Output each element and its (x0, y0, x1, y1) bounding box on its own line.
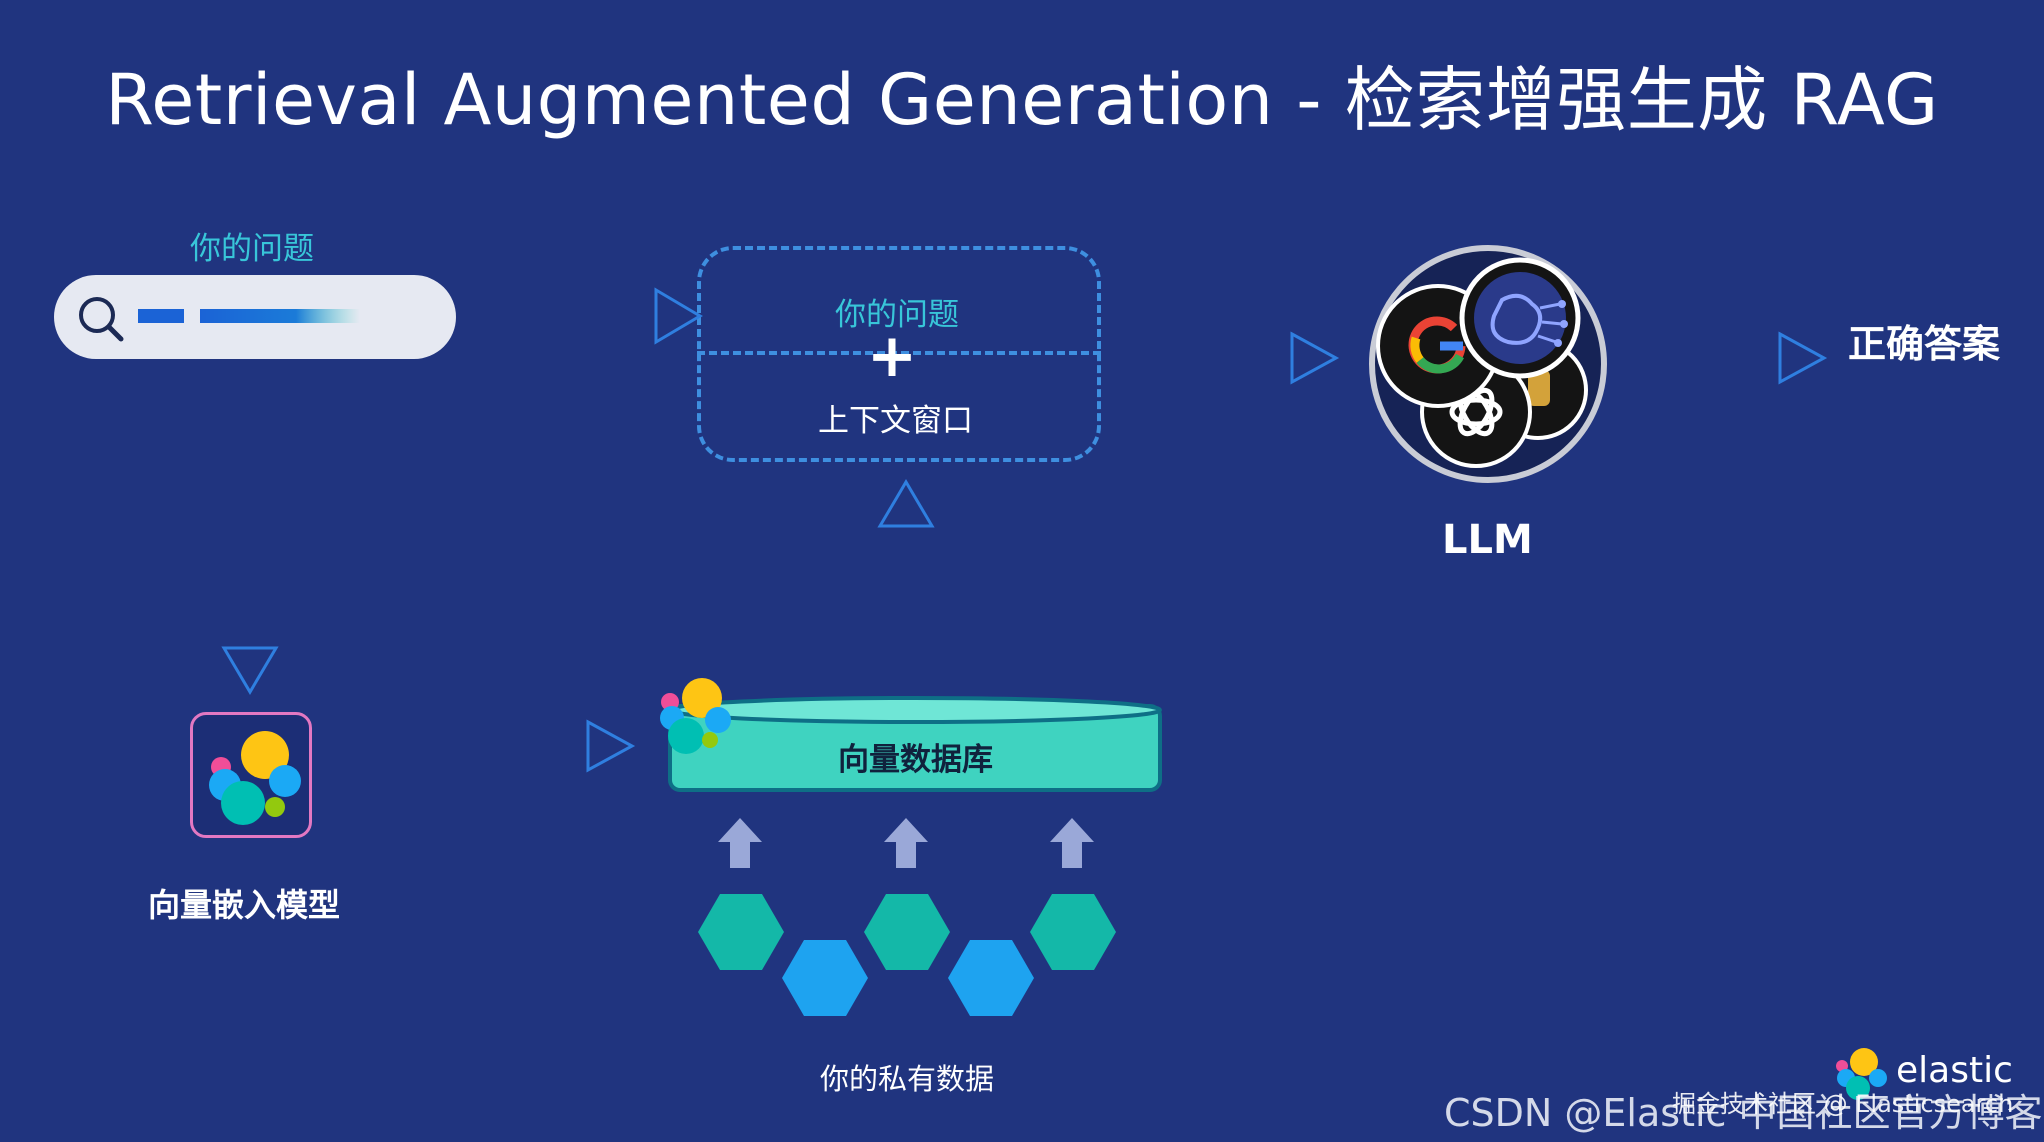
private-data-label: 你的私有数据 (820, 1062, 995, 1096)
hexagon-data-icon (1030, 894, 1116, 970)
hexagon-data-icon (698, 894, 784, 970)
arrow-right-icon (1778, 331, 1828, 385)
search-icon (79, 297, 124, 342)
watermark-main: CSDN @Elastic 中国社区官方博客 (1444, 1091, 2043, 1135)
arrow-up-icon (718, 818, 762, 868)
answer-label: 正确答案 (1848, 322, 2001, 366)
embedding-model-label: 向量嵌入模型 (148, 886, 341, 924)
arrow-up-icon (1050, 818, 1094, 868)
vector-db-label: 向量数据库 (838, 742, 993, 778)
arrow-up-icon (884, 818, 928, 868)
context-question-label: 你的问题 (835, 297, 959, 333)
arrow-down-icon (221, 646, 279, 695)
embedding-model-box (190, 712, 312, 838)
query-label: 你的问题 (190, 231, 314, 267)
watermark-sub: 掘金技术社区 @ Elasticsearch (1672, 1090, 2014, 1118)
arrow-right-icon (586, 719, 636, 773)
hexagon-data-icon (782, 940, 868, 1016)
context-divider (697, 351, 1101, 355)
llm-icon-cluster (1369, 245, 1607, 483)
llm-label: LLM (1442, 517, 1533, 563)
private-data-hexagons (698, 894, 1116, 1016)
brand-name: elastic (1896, 1050, 2013, 1091)
arrow-up-icon (877, 479, 935, 528)
hexagon-data-icon (948, 940, 1034, 1016)
elastic-logo (209, 731, 301, 825)
elastic-logo (660, 678, 731, 754)
upload-arrows (718, 818, 1094, 868)
page-title: Retrieval Augmented Generation - 检索增强生成 … (105, 59, 1939, 141)
hexagon-data-icon (864, 894, 950, 970)
vector-db-cylinder (660, 678, 1162, 792)
arrow-right-icon (1290, 331, 1340, 385)
search-bar[interactable] (54, 275, 456, 359)
elastic-logo (1836, 1048, 1887, 1100)
arrow-right-icon (654, 287, 703, 345)
search-bar-graphic (79, 297, 360, 342)
context-window-label: 上下文窗口 (818, 403, 973, 439)
ai-brain-icon (1459, 257, 1581, 379)
plus-sign: + (866, 321, 918, 391)
